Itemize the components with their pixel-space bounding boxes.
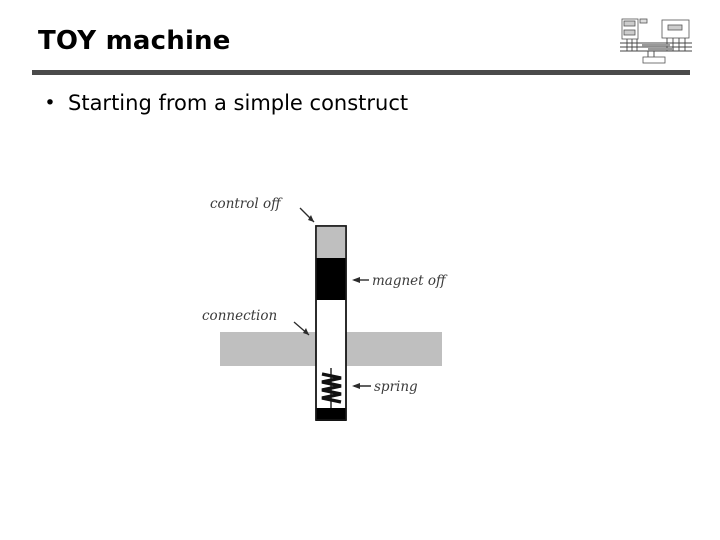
bullet-marker-icon: • [44,92,56,114]
control-segment [316,226,346,258]
label-spring: spring [374,379,418,395]
corner-logo-icon [618,16,694,64]
vertical-column-border [315,225,347,421]
connection-arrowhead-icon [303,328,309,335]
base-segment [316,408,346,421]
bullet-text: Starting from a simple construct [68,91,409,115]
magnet-segment [316,258,346,300]
list-item: • Starting from a simple construct [44,88,664,118]
spring-icon [321,368,342,410]
magnet-off-arrowhead-icon [352,277,360,283]
bullet-list: • Starting from a simple construct [44,88,664,118]
spring-arrowhead-icon [352,383,360,389]
label-magnet-off: magnet off [372,273,448,289]
label-control-off: control off [210,196,283,212]
figure-relay-diagram: control off magnet off connection spring [196,172,468,434]
page-title: TOY machine [38,26,231,56]
title-divider [32,70,690,75]
control-off-arrowhead-icon [308,215,314,222]
label-connection: connection [202,308,277,324]
